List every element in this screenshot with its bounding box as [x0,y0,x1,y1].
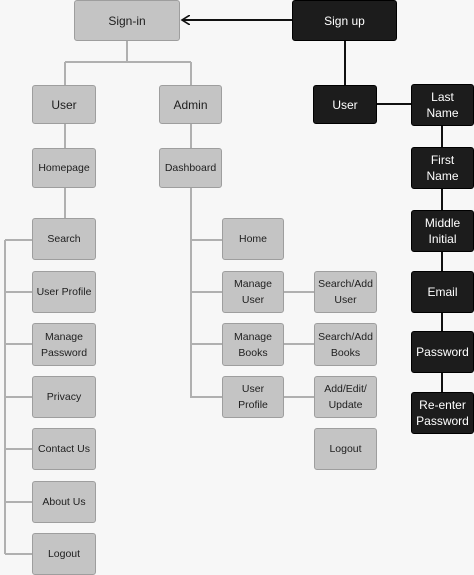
privacy-label: Privacy [46,391,82,403]
search-add-books-node: Search/Add Books [314,323,377,366]
add-edit-update-node: Add/Edit/ Update [314,376,377,418]
manage-password-label: Manage Password [40,330,88,359]
sign-in-node: Sign-in [74,0,180,41]
manage-user-node: Manage User [222,271,284,313]
admin-node: Admin [159,85,222,124]
admin-label: Admin [173,97,208,112]
search-add-user-label: Search/Add User [318,278,373,306]
sign-up-label: Sign up [324,13,365,28]
manage-password-node: Manage Password [32,323,96,366]
home-node: Home [222,218,284,260]
admin-user-profile-node: User Profile [222,376,284,418]
email-label: Email [427,285,458,299]
user-label: User [51,97,77,112]
manage-user-label: Manage User [234,278,272,306]
email-node: Email [411,271,474,313]
search-add-books-label: Search/Add Books [318,330,373,359]
dashboard-node: Dashboard [159,148,222,188]
privacy-node: Privacy [32,376,96,418]
search-add-user-node: Search/Add User [314,271,377,313]
admin-user-profile-label: User Profile [238,383,268,411]
user-profile-label: User Profile [36,286,92,298]
about-us-label: About Us [42,496,86,508]
first-name-node: First Name [411,147,474,189]
signup-user-node: User [313,85,377,124]
last-name-label: Last Name [426,90,459,120]
manage-books-node: Manage Books [222,323,284,366]
user-node: User [32,85,96,124]
search-label: Search [47,233,81,245]
reenter-password-node: Re-enter Password [411,392,474,434]
middle-initial-label: Middle Initial [424,216,461,246]
password-label: Password [416,345,469,359]
reenter-password-label: Re-enter Password [416,398,469,428]
password-node: Password [411,331,474,373]
about-us-node: About Us [32,481,96,523]
middle-initial-node: Middle Initial [411,210,474,252]
admin-logout-node: Logout [314,428,377,470]
sign-up-node: Sign up [292,0,397,41]
search-node: Search [32,218,96,260]
contact-us-node: Contact Us [32,428,96,470]
user-profile-node: User Profile [32,271,96,313]
admin-logout-label: Logout [329,443,362,455]
home-label: Home [238,233,267,245]
logout-node: Logout [32,533,96,575]
signup-user-label: User [332,97,358,112]
manage-books-label: Manage Books [234,330,272,359]
add-edit-update-label: Add/Edit/ Update [324,383,367,411]
homepage-node: Homepage [32,148,96,188]
sign-in-label: Sign-in [108,13,146,28]
dashboard-label: Dashboard [164,162,217,174]
homepage-label: Homepage [38,162,90,174]
last-name-node: Last Name [411,84,474,126]
logout-label: Logout [47,548,81,560]
first-name-label: First Name [426,153,459,183]
contact-us-label: Contact Us [38,443,90,455]
